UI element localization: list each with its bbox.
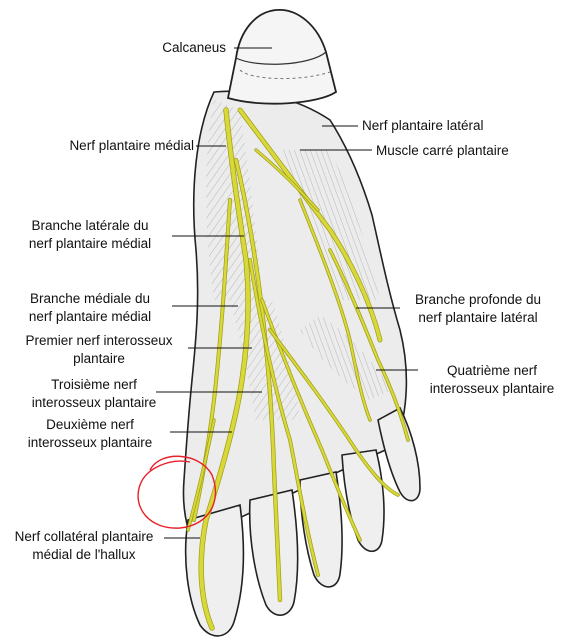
nerve-third-interosseous (268, 328, 400, 497)
toe-fourth (341, 449, 385, 553)
calcaneus-bone (226, 9, 338, 105)
label-nerf-plantaire-lateral: Nerf plantaire latéral (362, 117, 484, 135)
label-line: Troisième nerf (51, 377, 137, 392)
label-deuxieme-nerf: Deuxième nerf interosseux plantaire (10, 416, 170, 452)
branch-lateral-medial (234, 158, 282, 602)
label-line: nerf plantaire latéral (418, 310, 538, 325)
label-line: Premier nerf interosseux (25, 333, 173, 348)
label-line: Branche profonde du (414, 292, 542, 307)
label-muscle-carre-plantaire: Muscle carré plantaire (376, 142, 509, 160)
label-line: nerf plantaire médial (28, 309, 152, 324)
lateral-plantar-nerve (238, 108, 382, 342)
label-line: Nerf plantaire latéral (362, 118, 484, 133)
label-nerf-collateral: Nerf collatéral plantaire médial de l'ha… (2, 528, 166, 564)
label-troisieme-nerf: Troisième nerf interosseux plantaire (14, 376, 174, 412)
label-nerf-plantaire-medial: Nerf plantaire médial (44, 137, 194, 155)
medial-plantar-nerve (199, 108, 251, 630)
toes (184, 406, 421, 637)
label-branche-mediale: Branche médiale du nerf plantaire médial (10, 290, 170, 326)
label-line: interosseux plantaire (429, 381, 555, 396)
deep-branch-lateral (299, 199, 371, 421)
toe-second (248, 489, 299, 616)
label-line: Branche médiale du (29, 291, 151, 306)
label-line: interosseux plantaire (27, 435, 153, 450)
label-line: médial de l'hallux (32, 547, 136, 562)
nerve-branches (186, 107, 410, 631)
label-line: Quatrième nerf (446, 363, 538, 378)
label-premier-nerf: Premier nerf interosseux plantaire (12, 332, 186, 368)
label-branche-profonde: Branche profonde du nerf plantaire latér… (398, 291, 558, 327)
leader-lines (156, 47, 418, 539)
nerve-first-interosseous (248, 258, 320, 577)
label-quatrieme-nerf: Quatrième nerf interosseux plantaire (414, 362, 570, 398)
label-line: Branche latérale du (31, 218, 149, 233)
collateral-hallux (187, 419, 215, 531)
label-line: Calcaneus (162, 40, 226, 55)
label-branche-laterale: Branche latérale du nerf plantaire média… (10, 217, 170, 253)
label-line: Nerf plantaire médial (69, 138, 194, 153)
toe-third (299, 471, 343, 588)
label-calcaneus: Calcaneus (108, 39, 226, 57)
label-line: plantaire (73, 351, 125, 366)
toe-fifth (377, 406, 421, 502)
label-line: interosseux plantaire (31, 395, 157, 410)
label-line: nerf plantaire médial (28, 236, 152, 251)
label-line: Nerf collatéral plantaire (14, 529, 154, 544)
muscle-branch (255, 149, 319, 211)
toe-hallux (184, 503, 245, 637)
label-line: Muscle carré plantaire (376, 143, 509, 158)
annotation-circle (137, 455, 217, 529)
nerve-fourth-interosseous (328, 248, 410, 442)
label-line: Deuxième nerf (46, 417, 134, 432)
